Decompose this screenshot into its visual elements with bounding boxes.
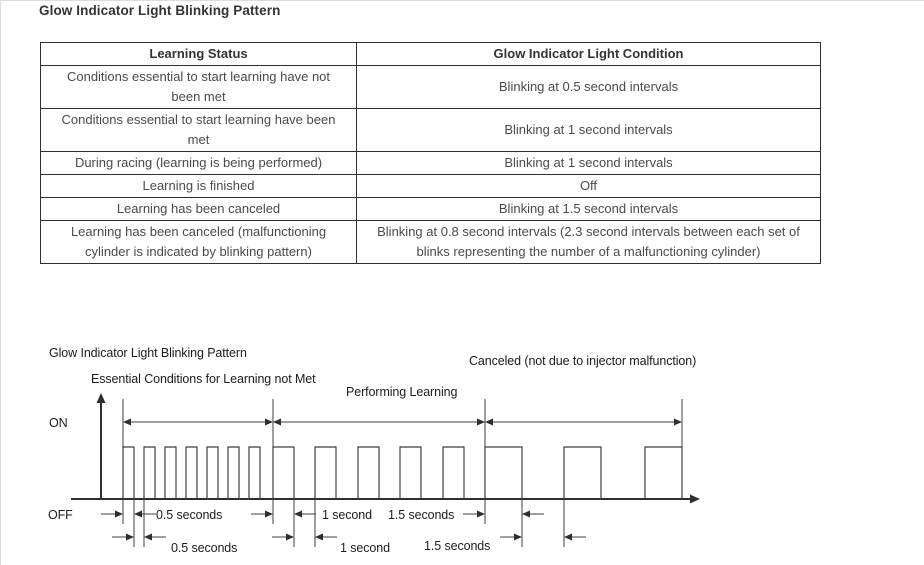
cell-status: Learning has been canceled [40,197,357,221]
dim-arrowhead [126,533,134,541]
dim-arrowhead [315,533,323,541]
page-title: Glow Indicator Light Blinking Pattern [39,3,281,18]
diagram-section-label-performing: Performing Learning [346,385,458,399]
diagram-section-label-not-met: Essential Conditions for Learning not Me… [91,372,316,386]
cell-condition: Off [356,174,821,198]
dim-arrowhead [564,533,572,541]
off-axis-label: OFF [48,508,73,522]
span-arrowhead-right [674,418,682,426]
waveform-pulses [272,446,465,499]
cell-condition: Blinking at 1 second intervals [356,108,821,152]
dim-label: 1 second [340,541,390,555]
span-arrowhead-left [123,418,131,426]
waveform-pulses [122,446,261,499]
dim-label: 1.5 seconds [424,539,490,553]
column-header-learning-status: Learning Status [40,42,357,66]
on-axis-label: ON [49,416,68,430]
dim-arrowhead [115,510,123,518]
cell-condition: Blinking at 0.8 second intervals (2.3 se… [356,220,821,264]
span-arrowhead-right [477,418,485,426]
table-header-row: Learning Status Glow Indicator Light Con… [40,42,821,66]
cell-status: Learning is finished [40,174,357,198]
level-axis-arrowhead [96,393,106,403]
table-row: Learning has been canceled Blinking at 1… [40,197,821,221]
blink-pattern-diagram: Glow Indicator Light Blinking Pattern Es… [48,346,700,555]
dim-arrowhead [286,533,294,541]
dim-label: 1.5 seconds [388,508,454,522]
dim-arrowhead [294,510,302,518]
column-header-glow-condition: Glow Indicator Light Condition [356,42,821,66]
dim-arrowhead [477,510,485,518]
blinking-pattern-table: Learning Status Glow Indicator Light Con… [40,42,821,264]
span-arrowhead-left [485,418,493,426]
cell-status: Learning has been canceled (malfunctioni… [40,220,357,264]
dim-arrowhead [265,510,273,518]
table-row: Learning is finished Off [40,174,821,198]
span-arrowhead-left [273,418,281,426]
diagram-title: Glow Indicator Light Blinking Pattern [49,346,247,360]
dim-label: 1 second [322,508,372,522]
cell-status: During racing (learning is being perform… [40,151,357,175]
dim-arrowhead [144,533,152,541]
dim-arrowhead [514,533,522,541]
dim-label: 0.5 seconds [171,541,237,555]
dim-label: 0.5 seconds [156,508,222,522]
cell-condition: Blinking at 1.5 second intervals [356,197,821,221]
table-row: Learning has been canceled (malfunctioni… [40,220,821,264]
waveform-layer: 0.5 seconds 0.5 seconds 1 second 1 second 1.… [71,393,700,555]
dim-arrowhead [522,510,530,518]
dim-arrowhead [134,510,142,518]
table-row: Conditions essential to start learning h… [40,108,821,152]
diagram-section-label-canceled: Canceled (not due to injector malfunctio… [469,354,696,368]
table-row: During racing (learning is being perform… [40,151,821,175]
waveform-pulses [484,446,683,499]
span-arrowhead-right [265,418,273,426]
table-row: Conditions essential to start learning h… [40,65,821,109]
cell-condition: Blinking at 1 second intervals [356,151,821,175]
cell-condition: Blinking at 0.5 second intervals [356,65,821,109]
cell-status: Conditions essential to start learning h… [40,108,357,152]
cell-status: Conditions essential to start learning h… [40,65,357,109]
time-axis-arrowhead [690,494,700,504]
